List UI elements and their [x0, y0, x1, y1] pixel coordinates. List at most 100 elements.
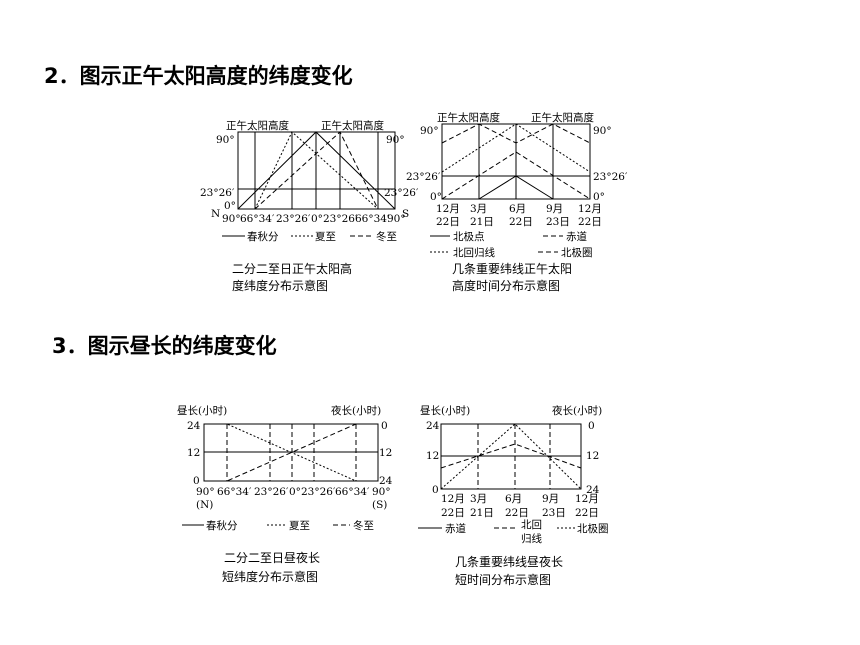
- fig1-x-tick: 90°: [387, 213, 406, 225]
- fig1-x-tick: 90°: [222, 213, 241, 225]
- fig2-line-tropic: [441, 123, 591, 173]
- fig1-x-tick: 66°34′: [240, 213, 275, 225]
- fig2-line-equator: [441, 123, 591, 144]
- fig2-legend-equator: 赤道: [566, 230, 587, 243]
- fig4-x-day: 22日: [505, 507, 529, 519]
- fig4-legend-arctic: 北极圈: [577, 522, 609, 535]
- fig4-right-title: 夜长(小时): [552, 404, 602, 417]
- fig3-y-right-24: 24: [379, 475, 393, 487]
- fig3-legend-equinox: 春秋分: [206, 519, 238, 532]
- fig1-line-equinox: [237, 131, 396, 210]
- fig3-caption-line1: 二分二至日昼夜长: [224, 550, 320, 565]
- fig1-y-bot: 0°: [224, 200, 236, 212]
- fig2-line-arctic-circle: [441, 151, 591, 200]
- fig2-x-ticks: 12月 3月 6月 9月 12月 22日 21日 22日 23日 22日: [436, 203, 602, 228]
- fig2-x-month: 9月: [546, 203, 563, 215]
- fig3-legend-winter: 冬至: [353, 519, 374, 532]
- fig1-legend-equinox: 春秋分: [247, 230, 279, 243]
- fig3-y-left-0: 0: [193, 475, 200, 487]
- fig1-line-winter: [254, 131, 379, 210]
- fig2-x-day: 22日: [578, 216, 602, 228]
- fig3-south: (S): [372, 499, 387, 511]
- fig1-x-ticks: 90° 66°34′ 23°26′ 0° 23°26′ 66°34′ 90°: [222, 213, 406, 225]
- fig2-y-bot: 0°: [430, 191, 442, 203]
- fig1-x-tick: 0°: [311, 213, 323, 225]
- fig1-x-tick: 66°34′: [355, 213, 390, 225]
- fig4-x-day: 23日: [542, 507, 566, 519]
- section-heading-2: 2．图示正午太阳高度的纬度变化: [44, 64, 353, 88]
- fig3-legend-summer: 夏至: [289, 520, 310, 532]
- fig2-caption-line2: 高度时间分布示意图: [452, 278, 560, 293]
- fig2-legend-north-pole: 北极点: [453, 230, 485, 243]
- fig4-x-month: 6月: [505, 493, 522, 505]
- fig2-x-day: 22日: [436, 216, 460, 228]
- fig1-caption-line1: 二分二至日正午太阳高: [232, 261, 352, 276]
- fig1-y-mid: 23°26′: [200, 187, 235, 199]
- fig4-line-tropic: [440, 443, 582, 469]
- fig3-y-left-24: 24: [187, 420, 201, 432]
- fig4-legend-equator: 赤道: [445, 522, 466, 535]
- fig2-right-title: 正午太阳高度: [531, 111, 594, 124]
- fig2-x-month: 3月: [470, 203, 487, 215]
- fig3-caption-line2: 短纬度分布示意图: [222, 569, 318, 584]
- fig2-y-mid: 23°26′: [406, 171, 441, 183]
- fig4-x-month: 12月: [575, 493, 599, 505]
- fig4-y-right-0: 0: [588, 420, 595, 432]
- fig4-left-title: 昼长(小时): [420, 405, 470, 417]
- fig3-y-right-0: 0: [381, 420, 388, 432]
- fig2-left-title: 正午太阳高度: [437, 111, 500, 124]
- fig1-south: S: [402, 208, 409, 220]
- fig3-north: (N): [196, 499, 213, 511]
- fig1-legend-winter: 冬至: [376, 230, 397, 243]
- fig1-x-tick: 23°26′: [276, 213, 311, 225]
- fig2-x-month: 12月: [436, 203, 460, 215]
- fig3-x-ticks: 90° 66°34′ 23°26′ 0° 23°26′ 66°34′ 90°: [196, 486, 391, 498]
- fig3-x-tick: 0°: [289, 486, 301, 498]
- fig2-y-mid-right: 23°26′: [593, 171, 628, 183]
- fig3-x-tick: 66°34′: [335, 486, 370, 498]
- fig2-y-top: 90°: [420, 125, 439, 137]
- fig4-y-left-12: 12: [426, 450, 439, 462]
- fig3-right-title: 夜长(小时): [331, 404, 381, 417]
- fig1-x-tick: 23°26′: [323, 213, 358, 225]
- fig4-x-month: 3月: [470, 493, 487, 505]
- fig2-x-day: 21日: [470, 216, 494, 228]
- fig3-y-left-12: 12: [187, 447, 200, 459]
- fig4-y-left-0: 0: [432, 484, 439, 496]
- fig3-x-tick: 66°34′: [217, 486, 252, 498]
- fig1-right-title: 正午太阳高度: [321, 119, 384, 132]
- fig4-line-arctic-circle: [440, 423, 582, 490]
- fig2-legend-tropic: 北回归线: [453, 246, 495, 259]
- fig1-left-title: 正午太阳高度: [226, 119, 289, 132]
- fig2-line-north-pole: [478, 175, 554, 200]
- fig1-caption-line2: 度纬度分布示意图: [232, 278, 328, 293]
- fig4-x-day: 21日: [470, 507, 494, 519]
- fig4-y-left-24: 24: [426, 420, 440, 432]
- fig4-caption-line1: 几条重要纬线昼夜长: [455, 554, 563, 569]
- fig4-x-month: 9月: [542, 493, 559, 505]
- fig4-caption-line2: 短时间分布示意图: [455, 572, 551, 587]
- fig2-y-top-right: 90°: [593, 125, 612, 137]
- fig2-caption-line1: 几条重要纬线正午太阳: [452, 261, 572, 276]
- fig3-line-summer: [204, 423, 378, 482]
- fig2-x-month: 6月: [509, 203, 526, 215]
- fig4-legend-tropic-1: 北回: [521, 519, 542, 531]
- fig1-north: N: [211, 208, 220, 220]
- section-heading-3: 3．图示昼长的纬度变化: [52, 334, 277, 358]
- fig4-x-month: 12月: [441, 493, 465, 505]
- fig3-line-winter: [204, 423, 378, 482]
- fig2-legend-arctic: 北极圈: [561, 246, 593, 259]
- fig1-line-summer: [254, 131, 379, 210]
- fig4-x-day: 22日: [575, 507, 599, 519]
- fig1-y-top: 90°: [216, 134, 235, 146]
- fig4-legend-tropic-2: 归线: [521, 532, 542, 545]
- fig2-x-day: 23日: [546, 216, 570, 228]
- fig4-x-ticks: 12月 3月 6月 9月 12月 22日 21日 22日 23日 22日: [441, 493, 599, 519]
- fig3-x-tick: 90°: [196, 486, 215, 498]
- fig1-legend-summer: 夏至: [315, 231, 336, 243]
- fig4-x-day: 22日: [441, 507, 465, 519]
